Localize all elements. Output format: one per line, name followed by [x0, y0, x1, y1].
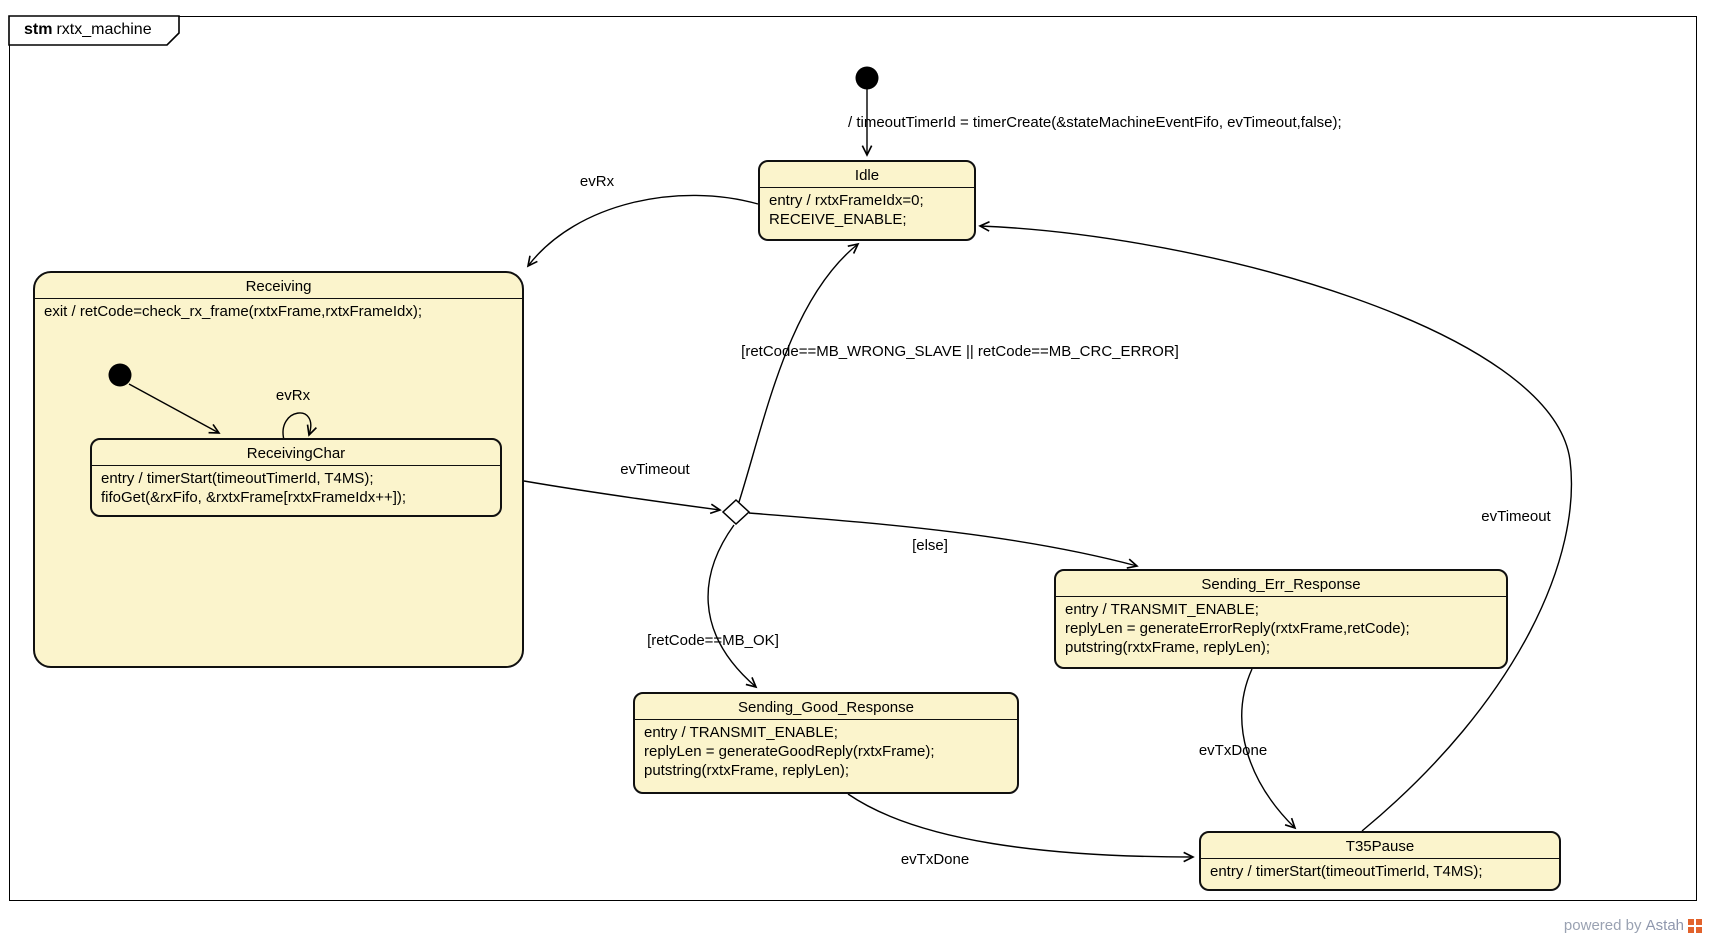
transition-sending-err-to-t35pause[interactable] [1241, 668, 1297, 830]
transition-choice-to-idle[interactable] [738, 242, 860, 503]
watermark-brand: Astah [1645, 917, 1684, 934]
state-sending-good-response[interactable]: Sending_Good_Response entry / TRANSMIT_E… [633, 692, 1019, 794]
action-line: entry / timerStart(timeoutTimerId, T4MS)… [101, 470, 374, 487]
watermark-prefix: powered by [1563, 917, 1646, 934]
transition-choice-to-sending-good[interactable] [707, 524, 758, 689]
watermark: powered by Astah [1564, 917, 1702, 934]
state-receivingchar[interactable]: ReceivingChar entry / timerStart(timeout… [90, 438, 502, 517]
state-sending-err-response[interactable]: Sending_Err_Response entry / TRANSMIT_EN… [1054, 569, 1508, 669]
action-line: entry / rxtxFrameIdx=0; [769, 192, 924, 209]
action-line: exit / retCode=check_rx_frame(rxtxFrame,… [44, 303, 423, 320]
transition-t35pause-to-idle[interactable] [978, 220, 1573, 832]
state-title: Sending_Good_Response [635, 694, 1017, 720]
diagram-frame [9, 16, 1697, 901]
state-t35pause[interactable]: T35Pause entry / timerStart(timeoutTimer… [1199, 831, 1561, 891]
frame-name: rxtx_machine [56, 21, 152, 38]
transition-choice-to-sending-err[interactable] [748, 512, 1139, 569]
action-line: replyLen = generateErrorReply(rxtxFrame,… [1065, 620, 1410, 637]
state-idle[interactable]: Idle entry / rxtxFrameIdx=0; RECEIVE_ENA… [758, 160, 976, 241]
transition-receivingchar-self[interactable] [282, 412, 317, 441]
action-line: putstring(rxtxFrame, replyLen); [1065, 639, 1271, 656]
action-line: replyLen = generateGoodReply(rxtxFrame); [644, 743, 935, 760]
state-title: T35Pause [1201, 833, 1559, 859]
state-title: Idle [760, 162, 974, 188]
state-title: Receiving [35, 273, 522, 299]
transition-receiving-to-choice[interactable] [523, 480, 722, 515]
transition-idle-to-receiving[interactable] [526, 194, 759, 268]
action-line: fifoGet(&rxFifo, &rxtxFrame[rxtxFrameIdx… [101, 489, 407, 506]
state-title: ReceivingChar [92, 440, 500, 466]
action-line: entry / timerStart(timeoutTimerId, T4MS)… [1210, 863, 1483, 880]
frame-keyword: stm [24, 21, 53, 38]
action-line: entry / TRANSMIT_ENABLE; [1065, 601, 1259, 618]
action-line: putstring(rxtxFrame, replyLen); [644, 762, 850, 779]
action-line: RECEIVE_ENABLE; [769, 211, 907, 228]
astah-logo-icon [1688, 918, 1702, 933]
action-line: entry / TRANSMIT_ENABLE; [644, 724, 838, 741]
state-title: Sending_Err_Response [1056, 571, 1506, 597]
transition-sending-good-to-t35pause[interactable] [847, 793, 1195, 863]
transition-initial-to-receivingchar[interactable] [128, 383, 221, 434]
